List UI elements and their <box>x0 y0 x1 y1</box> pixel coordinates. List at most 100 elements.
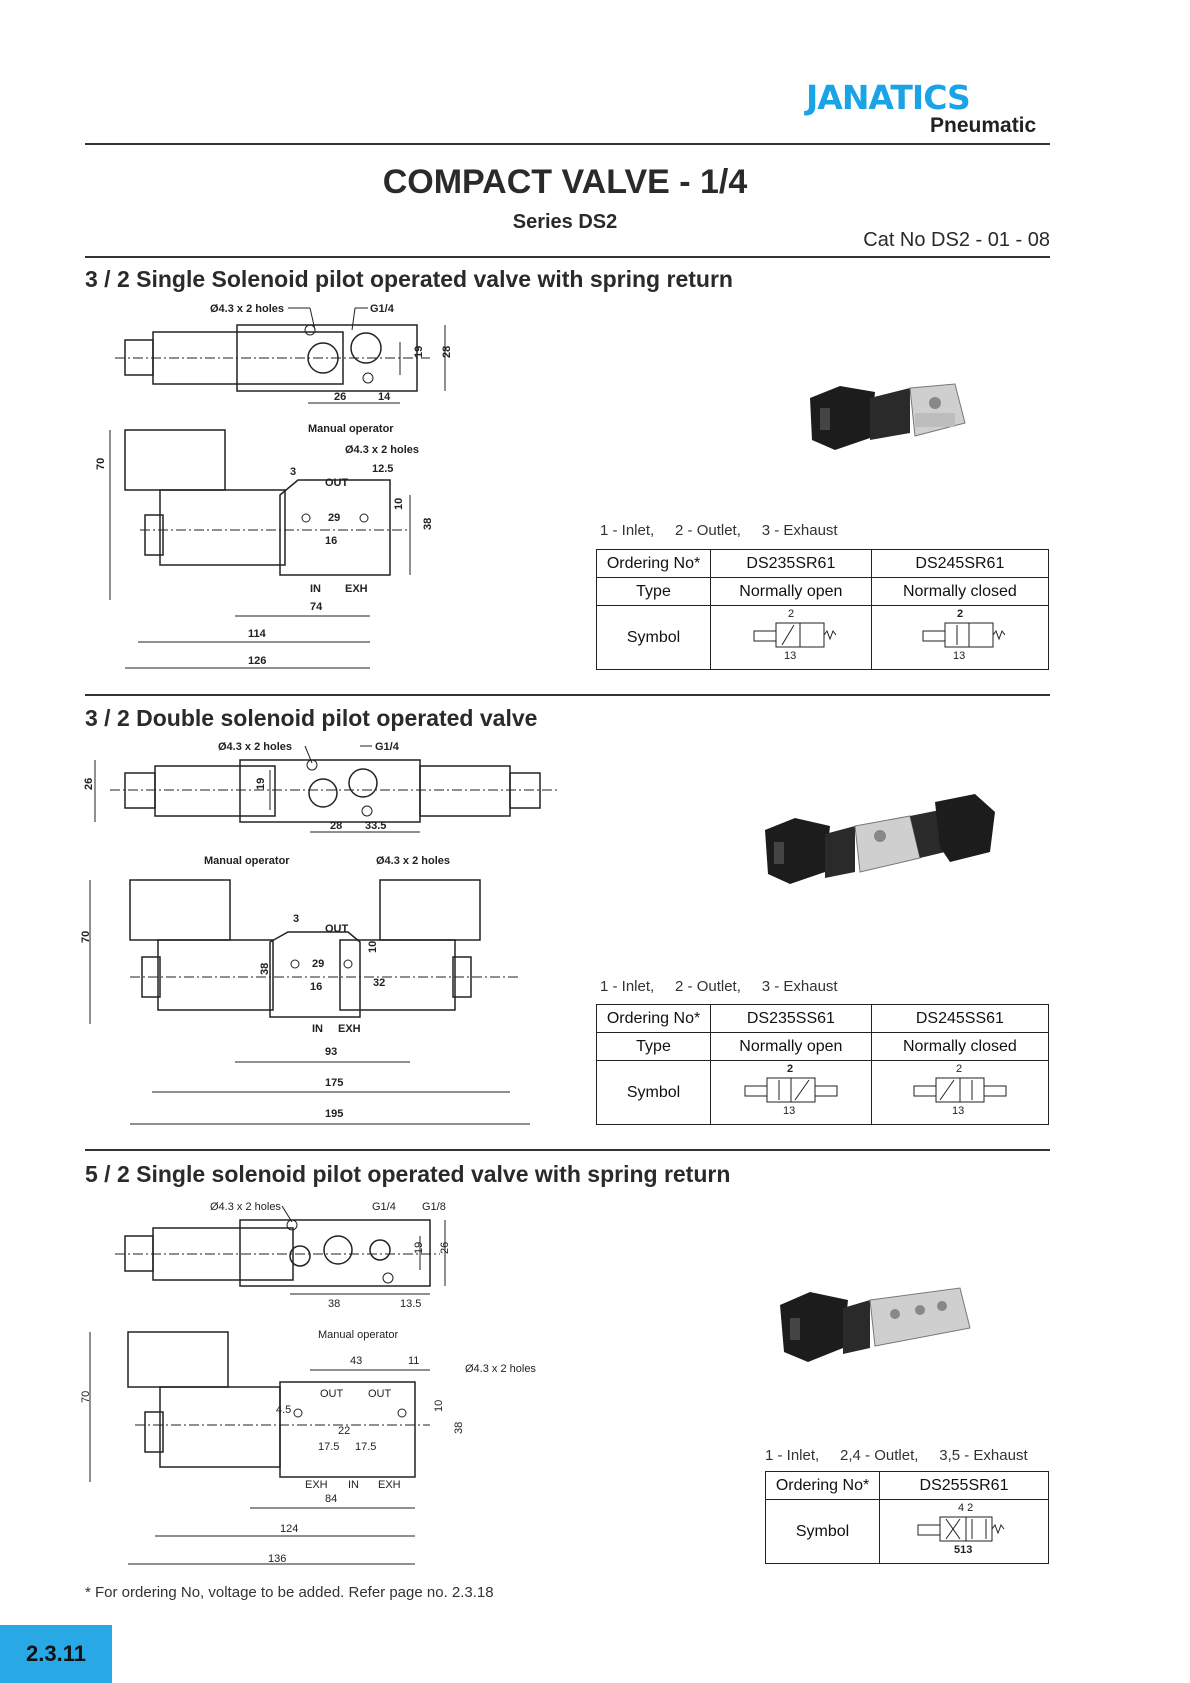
svg-text:70: 70 <box>95 458 107 470</box>
svg-text:3: 3 <box>293 913 299 925</box>
table-header: Ordering No* <box>596 1004 711 1033</box>
svg-text:EXH: EXH <box>378 1479 401 1491</box>
model-cell: DS235SR61 <box>710 549 872 578</box>
type-cell: Normally closed <box>870 1032 1050 1061</box>
port-legend-2: 1 - Inlet, 2 - Outlet, 3 - Exhaust <box>600 978 838 995</box>
svg-text:2: 2 <box>957 608 963 620</box>
svg-text:OUT: OUT <box>320 1388 344 1400</box>
svg-text:OUT: OUT <box>325 477 349 489</box>
svg-text:Ø4.3 x 2 holes: Ø4.3 x 2 holes <box>218 741 292 753</box>
table-header: Ordering No* <box>596 549 711 578</box>
svg-text:G1/4: G1/4 <box>372 1201 396 1213</box>
symbol-label: Symbol <box>596 1060 711 1125</box>
type-cell: Normally open <box>710 1032 872 1061</box>
svg-text:114: 114 <box>248 628 267 640</box>
svg-text:70: 70 <box>80 1391 92 1403</box>
valve-symbol-nc: 2 13 <box>870 605 1050 670</box>
svg-text:14: 14 <box>378 391 391 403</box>
svg-text:3: 3 <box>290 466 296 478</box>
svg-text:Ø4.3 x 2 holes: Ø4.3 x 2 holes <box>210 303 284 315</box>
svg-text:38: 38 <box>259 963 271 975</box>
svg-text:10: 10 <box>433 1400 445 1412</box>
svg-text:2: 2 <box>956 1063 962 1075</box>
svg-text:12.5: 12.5 <box>372 463 393 475</box>
svg-text:33.5: 33.5 <box>365 820 386 832</box>
valve-symbol-no: 2 13 <box>710 1060 872 1125</box>
svg-text:13.5: 13.5 <box>400 1298 421 1308</box>
svg-text:G1/4: G1/4 <box>370 303 395 315</box>
svg-text:Ø4.3 x 2 holes: Ø4.3 x 2 holes <box>465 1363 536 1375</box>
table-header: Ordering No* <box>765 1471 880 1500</box>
model-cell: DS255SR61 <box>879 1471 1049 1500</box>
svg-text:10: 10 <box>367 941 379 953</box>
svg-text:175: 175 <box>325 1077 343 1089</box>
brand-tagline: Pneumatic <box>930 114 1037 137</box>
svg-text:IN: IN <box>348 1479 359 1491</box>
svg-text:16: 16 <box>310 981 322 993</box>
svg-text:28: 28 <box>441 346 453 358</box>
page-number: 2.3.11 <box>0 1625 112 1683</box>
svg-text:G1/4: G1/4 <box>375 741 400 753</box>
ordering-table-2: Ordering No* DS235SS61 DS245SS61 Type No… <box>596 1004 1050 1125</box>
svg-text:126: 126 <box>248 655 266 667</box>
svg-text:32: 32 <box>373 977 385 989</box>
drawing-52-single-top: Ø4.3 x 2 holes G1/4 G1/8 19 26 38 13.5 <box>110 1198 490 1308</box>
svg-text:Manual operator: Manual operator <box>318 1329 398 1341</box>
symbol-label: Symbol <box>765 1499 880 1564</box>
series-label: Series DS2 <box>512 211 618 233</box>
svg-text:EXH: EXH <box>345 583 368 595</box>
svg-text:2: 2 <box>787 1063 793 1075</box>
svg-text:2: 2 <box>788 608 794 620</box>
svg-text:13: 13 <box>784 650 796 662</box>
svg-text:93: 93 <box>325 1046 337 1058</box>
section-rule-2 <box>85 694 1050 696</box>
svg-text:38: 38 <box>328 1298 340 1308</box>
svg-text:EXH: EXH <box>338 1023 361 1035</box>
svg-text:OUT: OUT <box>325 923 349 935</box>
svg-text:84: 84 <box>325 1493 337 1505</box>
svg-text:11: 11 <box>408 1355 419 1367</box>
section-rule-1 <box>85 256 1050 258</box>
svg-text:Manual operator: Manual operator <box>204 855 290 867</box>
type-cell: Normally open <box>710 577 872 606</box>
svg-text:70: 70 <box>80 931 92 943</box>
svg-text:IN: IN <box>312 1023 323 1035</box>
drawing-52-single-side: Manual operator 43 11 Ø4.3 x 2 holes OUT… <box>80 1322 560 1572</box>
svg-text:19: 19 <box>255 778 267 790</box>
svg-text:28: 28 <box>330 820 342 832</box>
svg-text:Ø4.3 x 2 holes: Ø4.3 x 2 holes <box>376 855 450 867</box>
svg-text:26: 26 <box>439 1242 451 1254</box>
svg-text:EXH: EXH <box>305 1479 328 1491</box>
drawing-32-double-top: Ø4.3 x 2 holes G1/4 26 19 28 33.5 <box>80 738 580 848</box>
type-label: Type <box>596 577 711 606</box>
svg-text:13: 13 <box>783 1105 795 1117</box>
svg-text:4 2: 4 2 <box>958 1502 973 1514</box>
svg-text:13: 13 <box>953 650 965 662</box>
drawing-32-single-side: Manual operator Ø4.3 x 2 holes 3 OUT 12.… <box>80 420 480 680</box>
model-cell: DS235SS61 <box>710 1004 872 1033</box>
svg-text:19: 19 <box>413 346 425 358</box>
svg-text:124: 124 <box>280 1523 298 1535</box>
page-title: COMPACT VALVE - 1/4 <box>382 163 748 201</box>
svg-text:17.5: 17.5 <box>355 1441 376 1453</box>
svg-text:G1/8: G1/8 <box>422 1201 446 1213</box>
svg-text:29: 29 <box>312 958 324 970</box>
section-title-3: 5 / 2 Single solenoid pilot operated val… <box>85 1161 731 1187</box>
svg-text:195: 195 <box>325 1108 343 1120</box>
svg-text:IN: IN <box>310 583 321 595</box>
svg-text:136: 136 <box>268 1553 286 1565</box>
model-cell: DS245SS61 <box>870 1004 1050 1033</box>
type-cell: Normally closed <box>870 577 1050 606</box>
svg-text:Ø4.3 x 2 holes: Ø4.3 x 2 holes <box>345 444 419 456</box>
footnote: * For ordering No, voltage to be added. … <box>85 1584 494 1601</box>
svg-text:10: 10 <box>393 498 405 510</box>
svg-text:74: 74 <box>310 601 323 613</box>
valve-symbol-52: 4 2 513 <box>879 1499 1049 1564</box>
svg-text:16: 16 <box>325 535 337 547</box>
section-title-2: 3 / 2 Double solenoid pilot operated val… <box>85 705 538 731</box>
catalog-number: Cat No DS2 - 01 - 08 <box>863 229 1050 251</box>
svg-text:38: 38 <box>422 518 434 530</box>
svg-text:17.5: 17.5 <box>318 1441 339 1453</box>
valve-photo-32-double <box>760 792 1010 917</box>
section-rule-3 <box>85 1149 1050 1151</box>
